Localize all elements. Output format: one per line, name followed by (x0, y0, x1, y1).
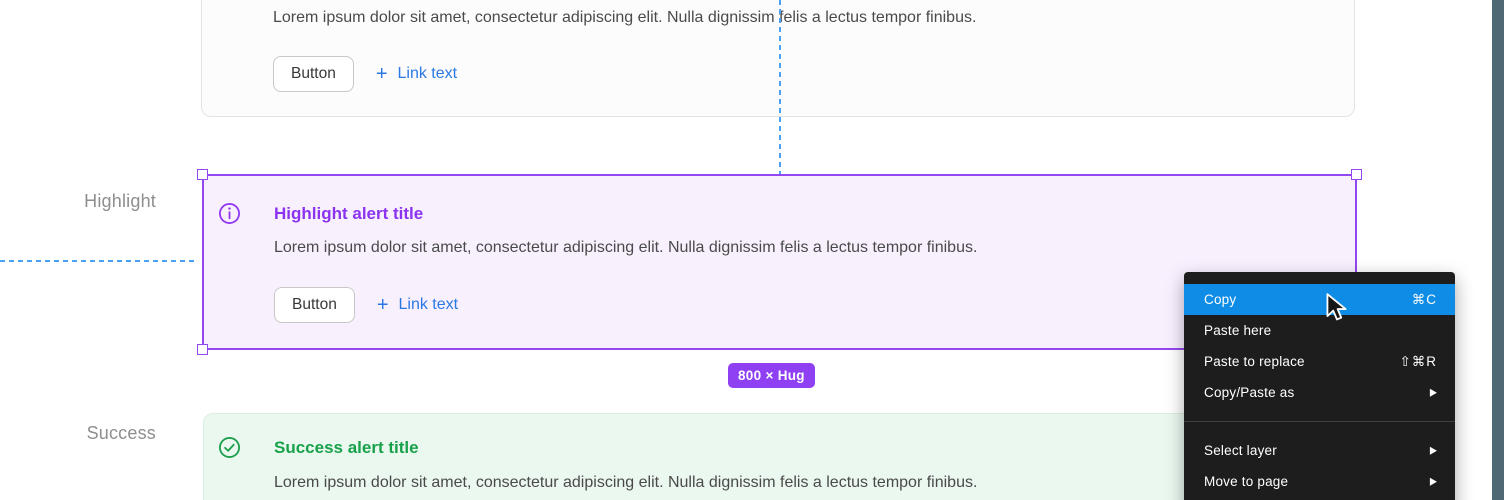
link-label: Link text (397, 65, 458, 82)
menu-item-move-to-page[interactable]: Move to page ▶ (1204, 474, 1437, 489)
menu-item-paste-here[interactable]: Paste here (1204, 323, 1272, 338)
context-menu: Copy ⌘C Paste here Paste to replace ⇧⌘R … (1184, 272, 1455, 500)
submenu-arrow-icon: ▶ (1429, 444, 1437, 456)
menu-item-copy[interactable]: Copy ⌘C (1184, 284, 1455, 315)
selection-size-badge: 800 × Hug (728, 363, 815, 388)
info-circle-icon (218, 202, 241, 230)
selection-handle-bottom-left[interactable] (197, 344, 208, 355)
link-label: Link text (398, 296, 459, 313)
menu-item-select-layer[interactable]: Select layer ▶ (1204, 443, 1437, 458)
row-label-highlight: Highlight (84, 191, 156, 211)
alert-card-success[interactable]: Success alert title Lorem ipsum dolor si… (203, 413, 1356, 500)
alert-link[interactable]: + Link text (377, 295, 458, 315)
menu-item-copy-paste-as[interactable]: Copy/Paste as ▶ (1204, 385, 1437, 400)
shortcut-label: ⌘C (1411, 291, 1437, 307)
alert-title: Highlight alert title (274, 204, 424, 223)
plus-icon: + (375, 63, 388, 85)
menu-separator (1184, 421, 1455, 422)
alignment-guide-horizontal (0, 260, 197, 262)
alert-link[interactable]: + Link text (376, 64, 457, 84)
plus-icon: + (376, 294, 389, 316)
selection-handle-top-left[interactable] (197, 169, 208, 180)
alert-body-text: Lorem ipsum dolor sit amet, consectetur … (274, 239, 978, 256)
mouse-cursor-icon (1323, 292, 1349, 327)
row-label-success: Success (86, 423, 156, 443)
alert-title: Success alert title (274, 438, 419, 457)
submenu-arrow-icon: ▶ (1429, 386, 1437, 398)
alert-body-text: Lorem ipsum dolor sit amet, consectetur … (273, 9, 977, 26)
alert-button[interactable]: Button (273, 56, 354, 92)
selection-handle-top-right[interactable] (1351, 169, 1362, 180)
alert-card-highlight-selected[interactable]: Highlight alert title Lorem ipsum dolor … (197, 169, 1362, 355)
alert-card-neutral[interactable]: Lorem ipsum dolor sit amet, consectetur … (201, 0, 1355, 117)
shortcut-label: ⇧⌘R (1399, 353, 1437, 369)
alert-body-text: Lorem ipsum dolor sit amet, consectetur … (274, 474, 978, 491)
alert-button[interactable]: Button (274, 287, 355, 323)
alignment-guide-vertical (779, 0, 781, 174)
alert-actions-row: Button + Link text (274, 287, 458, 323)
right-panel-edge (1492, 0, 1504, 500)
check-circle-icon (218, 436, 241, 464)
submenu-arrow-icon: ▶ (1429, 475, 1437, 487)
menu-item-paste-to-replace[interactable]: Paste to replace ⇧⌘R (1204, 353, 1437, 370)
alert-actions-row: Button + Link text (273, 56, 457, 92)
